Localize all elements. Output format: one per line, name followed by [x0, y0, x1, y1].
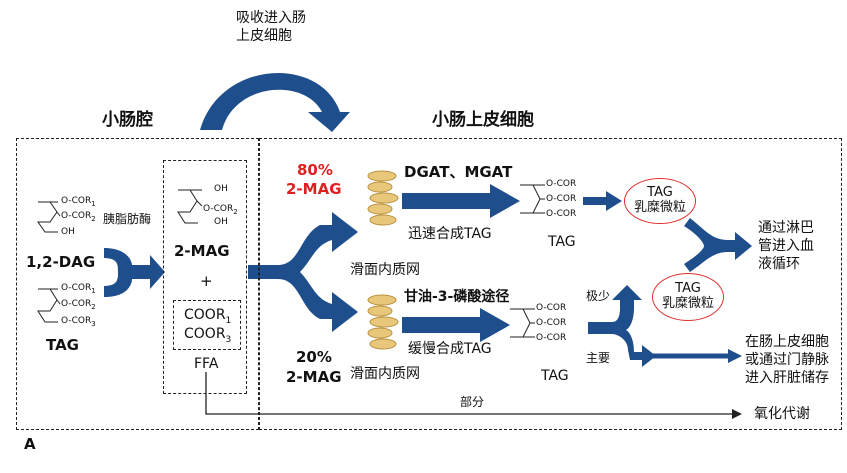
upper-er-label: 滑面内质网 [350, 262, 420, 278]
absorption-arrow [200, 72, 350, 132]
absorption-label-line1: 吸收进入肠 [236, 10, 306, 26]
branch-arrow [248, 212, 358, 332]
lower-tag-name: TAG [541, 368, 569, 384]
oxidation-part-label: 部分 [460, 395, 485, 409]
storage-fate-line3: 进入肝脏储存 [745, 370, 829, 386]
oxidation-label: 氧化代谢 [754, 406, 810, 422]
tag-lumen-group-3: O-COR3 [61, 316, 96, 328]
upper-mag: 2-MAG [286, 180, 342, 198]
upper-tag-group-2: O-COR [546, 194, 577, 204]
dag-group-3: OH [61, 227, 75, 237]
mag-group-1: OH [214, 184, 228, 194]
ffa-box [173, 300, 241, 350]
epithelium-title: 小肠上皮细胞 [432, 110, 534, 130]
upper-percent: 80% [297, 161, 333, 179]
upper-tag-to-chylo-arrow [583, 191, 622, 211]
lymph-fate-line3: 液循环 [758, 256, 800, 272]
storage-fate-line1: 在肠上皮细胞 [745, 334, 829, 350]
upper-rate: 迅速合成TAG [408, 226, 492, 242]
dag-structure [37, 201, 61, 233]
lower-split-arrow [588, 285, 656, 367]
major-label: 主要 [586, 351, 611, 365]
storage-arrowhead [728, 349, 742, 363]
dag-group-1: O-COR1 [61, 196, 96, 208]
lumen-title: 小肠腔 [102, 110, 153, 130]
upper-tag-group-3: O-COR [546, 209, 577, 219]
lipase-merge-arrow [104, 248, 165, 297]
mag-group-2: O-COR2 [203, 204, 238, 216]
oxidation-line [205, 372, 742, 419]
lower-tag-group-3: O-COR [536, 333, 567, 343]
products-box [163, 160, 247, 394]
upper-tag-name: TAG [548, 234, 576, 250]
lower-route: 甘油-3-磷酸途径 [404, 289, 510, 305]
tag-lumen-group-2: O-COR2 [61, 299, 96, 311]
lower-er-label: 滑面内质网 [350, 366, 420, 382]
coor3-label: COOR3 [184, 326, 232, 345]
mag-name: 2-MAG [174, 242, 230, 260]
lymph-fate-line2: 管进入血 [758, 238, 814, 254]
tag-lumen-group-1: O-COR1 [61, 283, 96, 295]
upper-er-icon [367, 170, 399, 226]
tag-lumen-name: TAG [46, 336, 79, 354]
lower-percent: 20% [296, 348, 332, 366]
absorption-label-line2: 上皮细胞 [236, 28, 292, 44]
tag-structure-upper [520, 184, 545, 214]
upper-enzymes: DGAT、MGAT [404, 163, 513, 181]
lower-tag-group-2: O-COR [536, 318, 567, 328]
lymph-converge-arrow [684, 218, 752, 272]
lower-synthesis-arrow [402, 308, 510, 342]
coor1-label: COOR1 [184, 307, 232, 326]
lower-rate: 缓慢合成TAG [408, 341, 492, 357]
upper-synthesis-arrow [402, 184, 520, 218]
ffa-label: FFA [194, 356, 219, 372]
lower-mag: 2-MAG [286, 368, 342, 386]
enzyme-label: 胰脂肪酶 [103, 212, 152, 226]
lower-er-icon [367, 294, 399, 350]
mag-group-3: OH [214, 217, 228, 227]
storage-fate-line2: 或通过门静脉 [745, 352, 829, 368]
upper-tag-group-1: O-COR [546, 179, 577, 189]
plus-sign: + [200, 272, 213, 290]
tag-structure-lumen [37, 288, 61, 323]
minor-label: 极少 [586, 289, 611, 303]
lumen-box [16, 138, 259, 430]
panel-label: A [24, 435, 36, 453]
lower-tag-group-1: O-COR [536, 303, 567, 313]
mag-structure [177, 189, 203, 224]
tag-structure-lower [510, 308, 535, 338]
epithelium-box [259, 138, 842, 430]
dag-name: 1,2-DAG [26, 253, 96, 271]
lymph-fate-line1: 通过淋巴 [758, 220, 814, 236]
dag-group-2: O-COR2 [61, 211, 96, 223]
